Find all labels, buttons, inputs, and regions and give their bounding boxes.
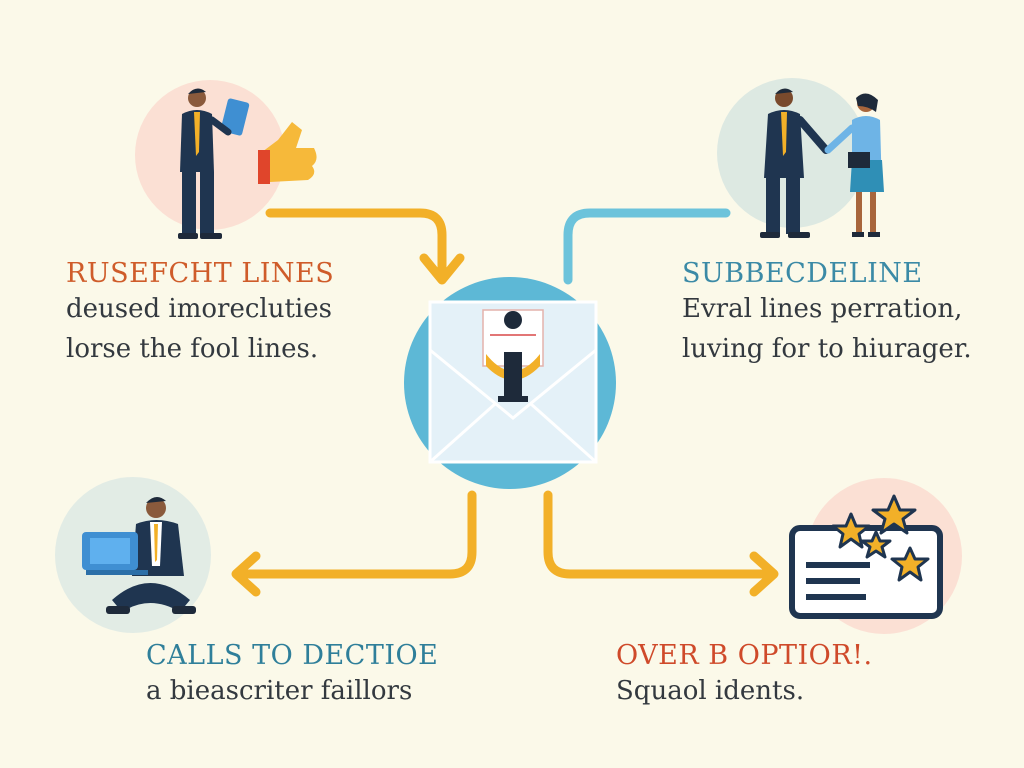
node-bottom-left-text: CALLS TO DECTIOE a bieascriter faillors	[146, 640, 438, 711]
node-top-right-heading: SUBBECDELINE	[682, 258, 923, 289]
node-top-left-heading: RUSEFCHT LINES	[66, 258, 335, 289]
connector-bottom-left	[231, 490, 477, 597]
connector-bottom-right	[543, 490, 779, 597]
person-with-laptop-icon	[82, 496, 196, 614]
node-bottom-right-line-1: Squaol idents.	[616, 676, 805, 706]
node-top-right-illustration	[717, 78, 884, 238]
businessman-thumbs-up-icon	[178, 88, 317, 239]
node-bottom-right-illustration	[789, 478, 962, 634]
node-bottom-left-illustration	[55, 477, 211, 633]
node-bottom-right-heading: OVER B OPTIOR!.	[616, 640, 873, 671]
node-top-right-line-1: Evral lines perration,	[682, 294, 963, 324]
connector-top-left	[265, 208, 465, 285]
connector-top-right	[563, 208, 731, 285]
node-bottom-left-line-1: a bieascriter faillors	[146, 676, 413, 706]
hub-envelope	[404, 277, 616, 489]
star-rating-card-icon	[789, 494, 943, 619]
node-top-right-line-2: luving for to hiurager.	[682, 334, 972, 364]
node-top-left-text: RUSEFCHT LINES deused imorecluties lorse…	[66, 258, 334, 369]
node-top-left-illustration	[135, 80, 317, 239]
handshake-icon	[760, 88, 884, 238]
node-top-left-line-2: lorse the fool lines.	[66, 334, 319, 364]
node-top-right-text: SUBBECDELINE Evral lines perration, luvi…	[682, 258, 972, 369]
node-bottom-left-heading: CALLS TO DECTIOE	[146, 640, 439, 671]
node-top-left-line-1: deused imorecluties	[66, 294, 332, 324]
node-bottom-right-text: OVER B OPTIOR!. Squaol idents.	[616, 640, 873, 711]
envelope-icon	[429, 309, 597, 464]
